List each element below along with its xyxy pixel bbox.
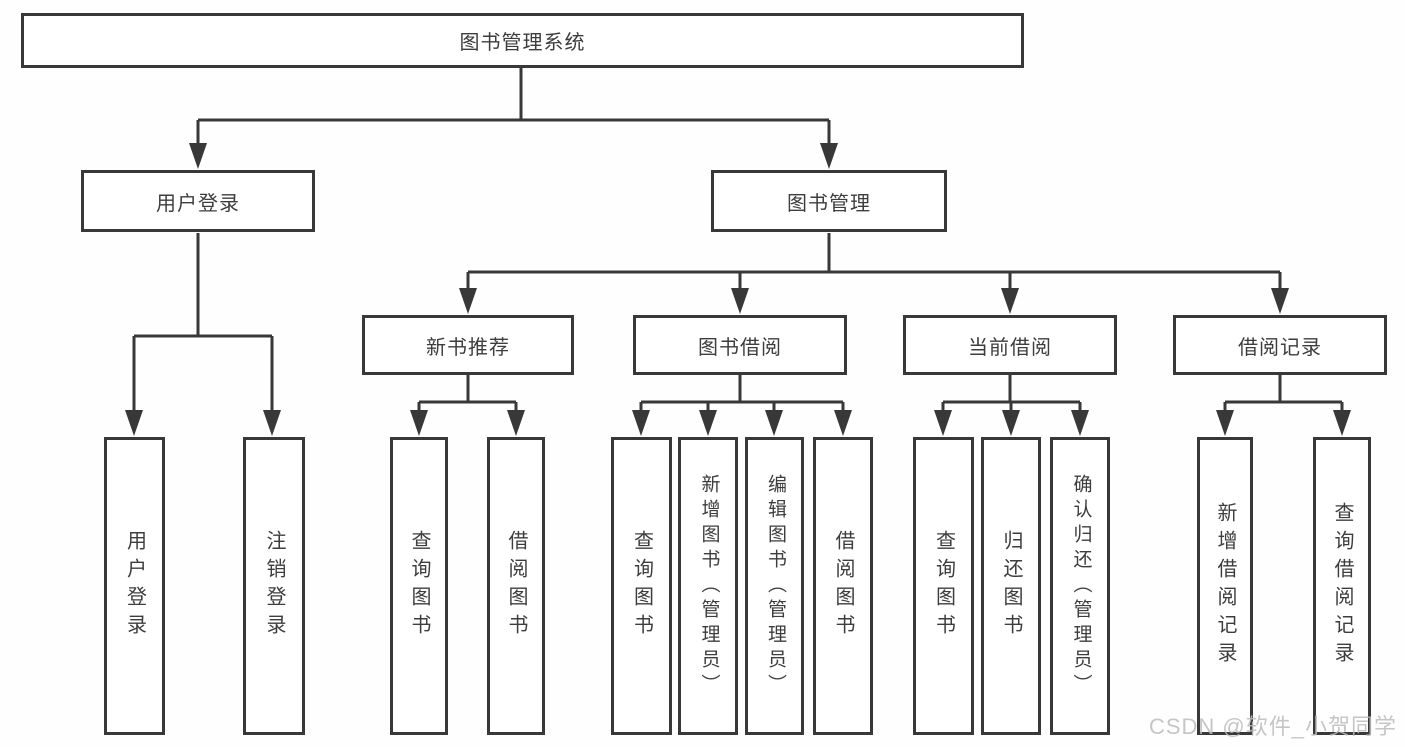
node-new-book-recommendation: 新书推荐 bbox=[362, 315, 574, 375]
node-book-management: 图书管理 bbox=[711, 170, 947, 232]
node-library-management-system: 图书管理系统 bbox=[21, 13, 1024, 68]
node-label: 查询图书 bbox=[630, 530, 653, 642]
leaf-borrowing-query-books: 查询图书 bbox=[611, 437, 672, 735]
node-borrowing-records: 借阅记录 bbox=[1173, 315, 1387, 375]
node-book-borrowing: 图书借阅 bbox=[633, 315, 847, 375]
node-label: 查询图书 bbox=[932, 530, 955, 642]
node-user-login: 用户登录 bbox=[81, 170, 315, 232]
leaf-recommend-borrow-books: 借阅图书 bbox=[487, 437, 545, 735]
node-label: 当前借阅 bbox=[968, 336, 1052, 359]
node-label: 新增借阅记录 bbox=[1214, 502, 1236, 670]
leaf-edit-books-admin: 编辑图书（管理员） bbox=[745, 437, 804, 735]
leaf-borrowing-borrow-books: 借阅图书 bbox=[813, 437, 873, 735]
leaf-return-books: 归还图书 bbox=[981, 437, 1041, 735]
node-label: 查询借阅记录 bbox=[1331, 502, 1353, 670]
node-label: 图书管理系统 bbox=[459, 32, 586, 54]
leaf-current-query-books: 查询图书 bbox=[913, 437, 974, 735]
node-label: 归还图书 bbox=[1000, 530, 1022, 642]
node-label: 查询图书 bbox=[408, 530, 430, 642]
arrowheads bbox=[125, 143, 1351, 436]
node-label: 借阅图书 bbox=[505, 530, 527, 642]
node-current-borrowing: 当前借阅 bbox=[903, 315, 1117, 375]
node-label: 用户登录 bbox=[123, 530, 146, 642]
node-label: 借阅图书 bbox=[832, 530, 854, 642]
node-label: 图书管理 bbox=[787, 192, 871, 215]
leaf-add-books-admin: 新增图书（管理员） bbox=[678, 437, 738, 735]
node-label: 编辑图书（管理员） bbox=[764, 473, 786, 699]
node-label: 注销登录 bbox=[263, 530, 285, 642]
leaf-add-borrow-record: 新增借阅记录 bbox=[1197, 437, 1253, 735]
node-label: 借阅记录 bbox=[1238, 336, 1322, 359]
leaf-query-borrow-record: 查询借阅记录 bbox=[1313, 437, 1371, 735]
node-label: 新增图书（管理员） bbox=[698, 473, 720, 699]
leaf-confirm-return-admin: 确认归还（管理员） bbox=[1050, 437, 1110, 735]
leaf-user-login: 用户登录 bbox=[104, 437, 165, 735]
leaf-logout: 注销登录 bbox=[243, 437, 305, 735]
node-label: 用户登录 bbox=[156, 192, 240, 215]
node-label: 确认归还（管理员） bbox=[1070, 473, 1092, 699]
node-label: 新书推荐 bbox=[426, 336, 510, 359]
leaf-recommend-query-books: 查询图书 bbox=[390, 437, 448, 735]
node-label: 图书借阅 bbox=[698, 336, 782, 359]
